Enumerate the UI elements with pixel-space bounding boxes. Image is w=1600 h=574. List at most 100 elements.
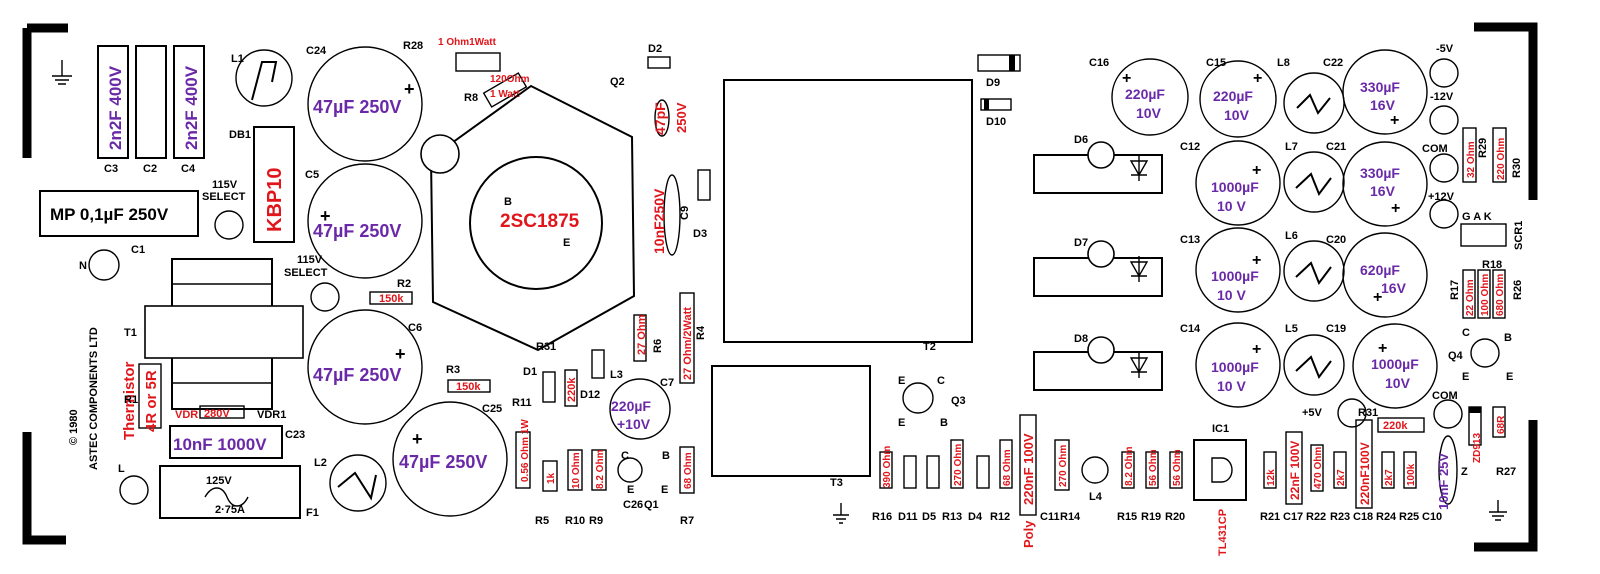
- label-c21: C21: [1326, 141, 1346, 153]
- capacitor-c20: + 620µF 16V C20: [1326, 232, 1428, 318]
- q2-pin-b: B: [504, 196, 512, 208]
- resistor-r17: [1462, 269, 1476, 319]
- q4-pin-e2: E: [1506, 371, 1513, 383]
- q1-pin-c: C: [621, 450, 629, 462]
- r23-value: 2k7: [1336, 469, 1347, 486]
- resistor-r10: [567, 449, 583, 491]
- inductor-l7: L7: [1283, 141, 1345, 213]
- resistor-r22: [1310, 444, 1324, 492]
- svg-text:+: +: [1252, 341, 1261, 358]
- svg-text:+: +: [320, 206, 331, 226]
- label-c9: C9: [679, 206, 691, 220]
- r31-value: 220k: [566, 377, 578, 402]
- r15-value: 8.2 Ohm: [1124, 446, 1135, 486]
- label-q1: Q1: [644, 499, 659, 511]
- diode-d2: [647, 56, 671, 69]
- r8-rating: 1 Watt: [490, 89, 520, 100]
- label-d2: D2: [648, 43, 662, 55]
- label-scr1: SCR1: [1513, 221, 1525, 250]
- bottom-components: 390 Ohm 270 Ohm 68 Ohm 220nF 100V Poly 2…: [879, 414, 1417, 556]
- r21-value: 12k: [1266, 469, 1277, 486]
- resistor-r6: [633, 314, 647, 362]
- label-q2: Q2: [610, 76, 625, 88]
- diode-d8: D8: [1033, 333, 1163, 391]
- label-c18: C18: [1353, 511, 1373, 523]
- label-d4: D4: [968, 511, 983, 523]
- corner-brackets: [22, 22, 1538, 552]
- c15-value: 220µF: [1213, 88, 1253, 104]
- r5-value: 1k: [546, 472, 557, 484]
- label-r31b: R31: [1358, 407, 1378, 419]
- c1-value: MP 0,1µF 250V: [50, 205, 169, 224]
- q3-pin-e: E: [898, 375, 905, 387]
- r26-value: 680 Ohm: [1495, 274, 1506, 316]
- resistor-r8: [482, 72, 528, 108]
- svg-text:+: +: [395, 344, 406, 364]
- label-vdr: VDR: [175, 409, 198, 421]
- label-c1: C1: [131, 244, 145, 256]
- capacitor-c15: + 220µF 10V C15: [1199, 57, 1277, 138]
- r18-value: 100 Ohm: [1480, 274, 1491, 316]
- resistor-r9: [591, 449, 607, 491]
- label-c11: C11: [1040, 511, 1060, 523]
- diode-d4: [976, 455, 990, 489]
- r11-value: 0.56 Ohm 1W: [520, 419, 531, 482]
- c5-value: 47µF 250V: [313, 221, 401, 241]
- capacitor-c2-body: [135, 45, 167, 159]
- r7-value: 68 Ohm: [683, 452, 694, 489]
- maker-year: © 1980: [68, 409, 80, 445]
- label-r29: R29: [1477, 138, 1489, 158]
- capacitor-c19: + 1000µF 10V C19: [1326, 323, 1438, 409]
- capacitor-c14: + 1000µF 10 V C14: [1180, 322, 1281, 408]
- bottom-label-row: R16 D11 D5 R13 D4 R12 C11 R14 R15 R19 R2…: [872, 511, 1442, 523]
- label-z: Z: [1461, 466, 1468, 478]
- label-minus12v: -12V: [1430, 91, 1454, 103]
- r17-value: 22 Ohm: [1465, 279, 1476, 316]
- q2-pin-e: E: [563, 237, 570, 249]
- label-r28: R28: [403, 40, 423, 52]
- svg-text:+: +: [404, 79, 415, 99]
- r30-value: 220 Ohm: [1496, 138, 1507, 180]
- c16-value: 220µF: [1125, 86, 1165, 102]
- label-q4: Q4: [1448, 350, 1464, 362]
- label-d11: D11: [898, 511, 918, 523]
- r12-value: 68 Ohm: [1002, 449, 1013, 486]
- svg-text:+: +: [1252, 162, 1261, 179]
- thermistor-r1: [138, 363, 162, 429]
- svg-text:+: +: [412, 429, 423, 449]
- c6-value: 47µF 250V: [313, 365, 401, 385]
- diode-d1: [542, 371, 556, 403]
- label-c2: C2: [143, 163, 157, 175]
- resistor-r7: [679, 446, 695, 494]
- r4-value: 27 Ohm/2Watt: [682, 307, 694, 380]
- resistor-r13: [950, 439, 964, 489]
- label-c23: C23: [285, 429, 305, 441]
- label-n: N: [79, 260, 87, 272]
- c24-value: 47µF 250V: [313, 97, 401, 117]
- capacitor-c16: + 220µF 10V C16: [1089, 57, 1189, 136]
- resistor-r19: [1145, 451, 1159, 489]
- transistor-q2: Q2 B E 2SC1875: [420, 76, 636, 352]
- label-r30: R30: [1511, 158, 1523, 178]
- label-r13: R13: [942, 511, 962, 523]
- capacitor-c10: [1438, 435, 1458, 505]
- c22-value: 330µF: [1360, 79, 1400, 95]
- svg-text:+: +: [1373, 289, 1382, 306]
- label-c17: C17: [1283, 511, 1303, 523]
- label-l6: L6: [1285, 230, 1298, 242]
- capacitor-c6: + 47µF 250V C6: [307, 309, 423, 425]
- label-d10: D10: [986, 116, 1006, 128]
- label-c16: C16: [1089, 57, 1109, 69]
- label-d8: D8: [1074, 333, 1088, 345]
- label-r12: R12: [990, 511, 1010, 523]
- resistor-r27: [1492, 406, 1506, 438]
- r28-value: 1 Ohm1Watt: [438, 37, 497, 48]
- q1-pin-e: E: [627, 484, 634, 496]
- resistor-r25: [1403, 451, 1417, 489]
- resistor-r11: [515, 431, 531, 489]
- label-c22: C22: [1323, 57, 1343, 69]
- r22-value: 470 Ohm: [1313, 447, 1324, 489]
- label-r2: R2: [397, 278, 411, 290]
- c11-type: Poly: [1021, 520, 1036, 548]
- c23-value: 10nF 1000V: [173, 435, 267, 454]
